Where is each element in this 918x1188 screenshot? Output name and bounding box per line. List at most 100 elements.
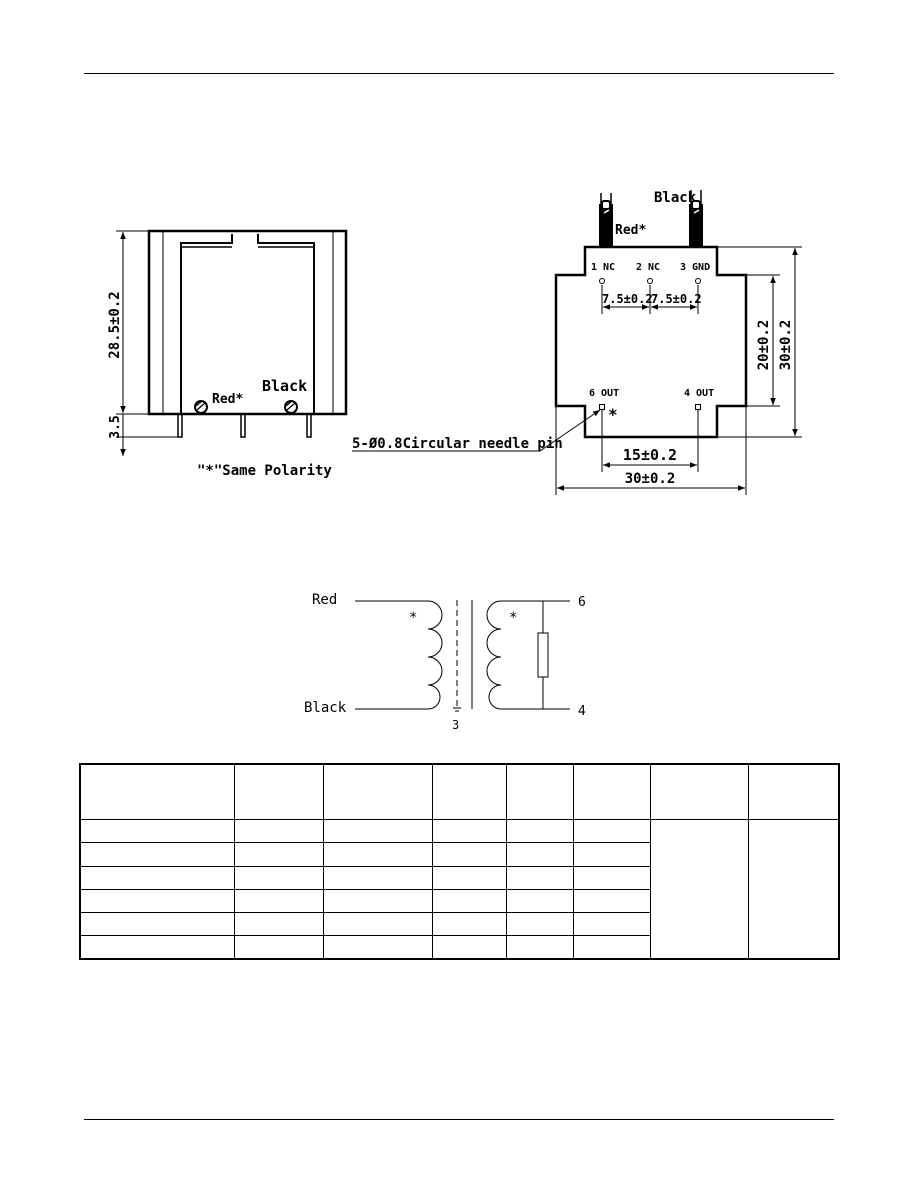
table-header-cell — [572, 763, 651, 821]
table-row — [79, 819, 840, 960]
pin-hole — [599, 278, 605, 284]
pin-callout: 5-Ø0.8Circular needle pin — [352, 436, 563, 452]
pin-3-label: 3 GND — [680, 262, 710, 273]
red-lead — [599, 204, 613, 248]
table-cell — [572, 888, 651, 913]
table-cell — [79, 911, 235, 936]
table-header-cell — [431, 763, 507, 821]
side-inner-left — [180, 234, 233, 414]
table-cell — [572, 934, 651, 960]
side-inner-right — [257, 234, 315, 414]
table-cell — [431, 934, 507, 960]
table-cell — [322, 888, 433, 913]
height-outer-dim: 30±0.2 — [778, 320, 794, 371]
side-height-dim: 28.5±0.2 — [107, 291, 123, 358]
schematic: Red Black * 3 * 6 4 — [304, 592, 586, 732]
spec-table — [79, 763, 840, 960]
primary-winding — [355, 600, 443, 710]
side-body-outline — [147, 229, 348, 416]
side-pin — [240, 413, 246, 438]
table-cell — [505, 819, 574, 844]
secondary-winding — [486, 600, 570, 710]
table-header-cell — [747, 763, 840, 821]
side-pin — [306, 413, 312, 438]
table-cell — [431, 911, 507, 936]
table-cell — [572, 865, 651, 890]
schematic-pin-3: 3 — [452, 718, 459, 732]
schematic-pin-4: 4 — [578, 704, 586, 719]
table-cell — [431, 865, 507, 890]
pin-2-label: 2 NC — [636, 262, 660, 273]
pitch-dim-2: 7.5±0.2 — [651, 292, 702, 306]
table-cell — [79, 865, 235, 890]
table-cell — [233, 819, 324, 844]
table-header-cell — [322, 763, 433, 821]
table-cell — [79, 819, 235, 844]
table-cell — [431, 888, 507, 913]
pin-hole — [695, 278, 701, 284]
table-cell — [505, 911, 574, 936]
top-view: Black Red* 1 NC 2 NC 3 GND 6 OUT 4 OUT *… — [352, 190, 802, 495]
table-cell — [233, 911, 324, 936]
table-header-cell — [649, 763, 749, 821]
table-row — [79, 934, 839, 960]
table-header-row — [79, 763, 840, 821]
schematic-red-label: Red — [312, 592, 337, 608]
top-black-label: Black — [654, 190, 697, 206]
table-cell — [322, 865, 433, 890]
side-pin — [177, 413, 183, 438]
footer-rule — [84, 1119, 834, 1120]
side-black-label: Black — [262, 377, 307, 395]
pin-callout-leader — [352, 409, 601, 452]
pin-6-label: 6 OUT — [589, 388, 619, 399]
table-cell — [322, 934, 433, 960]
top-red-label: Red* — [615, 223, 646, 238]
height-inner-dim: 20±0.2 — [756, 320, 772, 371]
width-outer-dim: 30±0.2 — [625, 471, 676, 487]
secondary-dot-star: * — [509, 610, 517, 626]
table-cell — [505, 888, 574, 913]
table-cell — [572, 842, 651, 867]
table-cell — [322, 842, 433, 867]
table-cell — [572, 819, 651, 844]
header-rule — [84, 73, 834, 74]
table-cell — [431, 819, 507, 844]
table-cell — [79, 934, 235, 960]
table-cell — [505, 865, 574, 890]
side-pin-dim: 3.5 — [108, 415, 123, 438]
table-cell — [572, 911, 651, 936]
table-cell — [505, 934, 574, 960]
schematic-black-label: Black — [304, 700, 347, 716]
table-cell — [233, 842, 324, 867]
pin-hole — [599, 404, 605, 410]
pitch-dim-1: 7.5±0.2 — [602, 292, 653, 306]
burden-resistor — [537, 632, 549, 678]
black-lead — [689, 204, 703, 248]
pin-hole — [695, 404, 701, 410]
table-cell — [79, 888, 235, 913]
schematic-pin-6: 6 — [578, 595, 586, 610]
table-cell — [505, 842, 574, 867]
table-cell — [233, 934, 324, 960]
table-row — [79, 865, 839, 890]
primary-dot-star: * — [409, 610, 417, 626]
table-row — [79, 911, 839, 936]
pin-4-label: 4 OUT — [684, 388, 714, 399]
table-header-cell — [79, 763, 235, 821]
table-cell — [322, 911, 433, 936]
pin-1-label: 1 NC — [591, 262, 615, 273]
side-view: 28.5±0.2 3.5 Red* Black "*"Same Polarity — [107, 229, 348, 479]
table-cell — [233, 865, 324, 890]
polarity-note: "*"Same Polarity — [197, 463, 332, 479]
pin-hole — [647, 278, 653, 284]
table-merged-cell — [649, 819, 749, 960]
polarity-star: * — [608, 405, 618, 424]
side-red-label: Red* — [212, 392, 243, 407]
table-header-cell — [233, 763, 324, 821]
top-body-outline — [554, 245, 748, 439]
table-header-cell — [505, 763, 574, 821]
table-cell — [431, 842, 507, 867]
table-cell — [233, 888, 324, 913]
table-row — [79, 842, 839, 867]
